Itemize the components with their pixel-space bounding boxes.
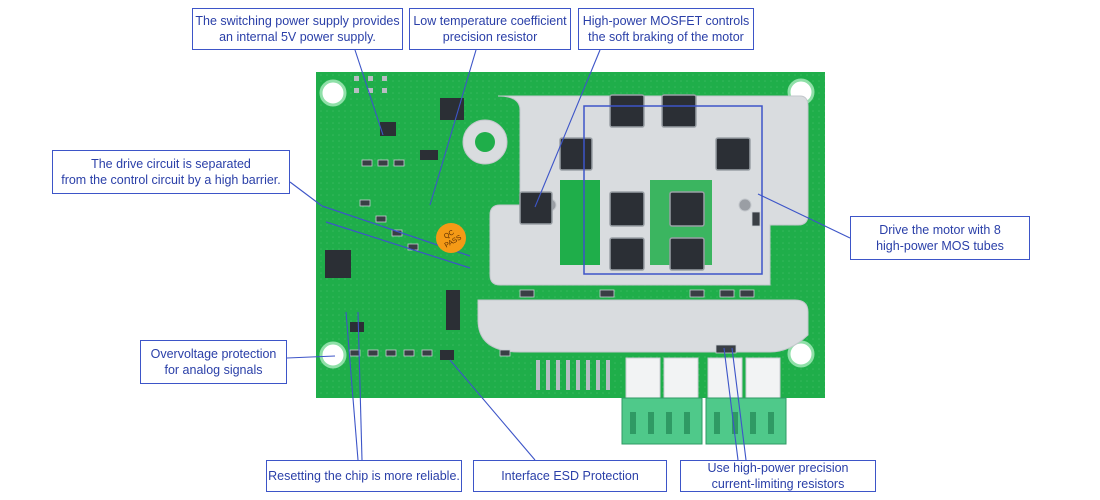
- callout-current-limit: Use high-power precision current-limitin…: [680, 460, 876, 492]
- leader-precision-resistor: [429, 49, 477, 206]
- control-components: [325, 98, 464, 360]
- callout-mosfet-braking: High-power MOSFET controls the soft brak…: [578, 8, 754, 50]
- callout-drive-motor: Drive the motor with 8 high-power MOS tu…: [850, 216, 1030, 260]
- pin-header-top: [354, 76, 387, 93]
- callout-switching-supply: The switching power supply provides an i…: [192, 8, 403, 50]
- leader-overvoltage: [286, 355, 336, 359]
- callout-overvoltage-line2: for analog signals: [164, 363, 263, 377]
- callout-esd-line1: Interface ESD Protection: [501, 469, 639, 483]
- callout-mosfet-braking-line1: High-power MOSFET controls: [582, 14, 750, 28]
- leader-drive-separated: [289, 181, 323, 207]
- connector-housings: [625, 357, 781, 399]
- callout-drive-motor-line2: high-power MOS tubes: [876, 239, 1004, 253]
- callout-drive-separated: The drive circuit is separated from the …: [52, 150, 290, 194]
- sticker-text-1: QC: [443, 229, 456, 240]
- leader-current-limit-2: [731, 347, 747, 461]
- leader-reset-1: [345, 311, 359, 461]
- callout-precision-resistor-line1: Low temperature coefficient: [413, 14, 567, 28]
- callout-overvoltage: Overvoltage protection for analog signal…: [140, 340, 287, 384]
- callout-drive-motor-line1: Drive the motor with 8: [879, 223, 1001, 237]
- qc-pass-sticker: QC PASS: [436, 223, 466, 253]
- leader-current-limit-1: [723, 347, 739, 461]
- callout-precision-resistor: Low temperature coefficient precision re…: [409, 8, 571, 50]
- callout-drive-separated-line1: The drive circuit is separated: [91, 157, 251, 171]
- leader-drive-motor: [757, 193, 851, 239]
- callout-drive-separated-line2: from the control circuit by a high barri…: [61, 173, 281, 187]
- leader-esd: [449, 359, 536, 461]
- smd-resistors: [349, 159, 761, 357]
- callout-current-limit-line1: Use high-power precision: [707, 461, 849, 475]
- callout-switching-supply-line1: The switching power supply provides: [195, 14, 400, 28]
- leader-switching-supply: [354, 49, 384, 136]
- callout-current-limit-line2: current-limiting resistors: [711, 477, 845, 491]
- mos-highlight-frame: [583, 105, 763, 275]
- callout-overvoltage-line1: Overvoltage protection: [150, 347, 277, 361]
- callout-precision-resistor-line2: precision resistor: [442, 30, 538, 44]
- callout-switching-supply-line2: an internal 5V power supply.: [219, 30, 376, 44]
- callout-reset-chip: Resetting the chip is more reliable.: [266, 460, 462, 492]
- callout-mosfet-braking-line2: the soft braking of the motor: [588, 30, 744, 44]
- callout-reset-chip-line1: Resetting the chip is more reliable.: [268, 469, 460, 483]
- pin-header-bottom: [536, 360, 610, 390]
- callout-esd: Interface ESD Protection: [473, 460, 667, 492]
- leader-mosfet-braking: [534, 49, 601, 208]
- mounting-holes: [319, 78, 815, 369]
- leader-reset-2: [357, 311, 363, 461]
